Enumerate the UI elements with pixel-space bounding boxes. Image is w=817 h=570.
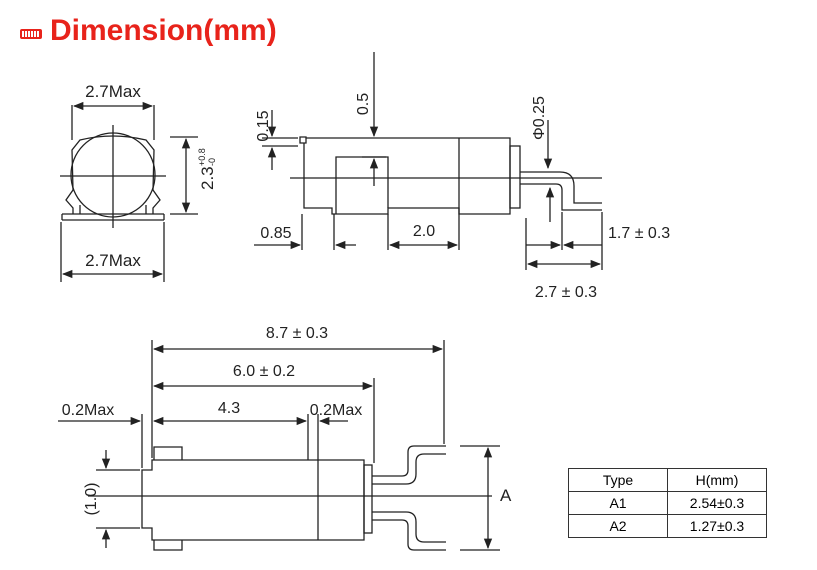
dim-bottom-width: 2.7Max (85, 251, 141, 270)
table-row: A2 1.27±0.3 (568, 514, 767, 538)
end-view (60, 101, 198, 282)
table-header-height: H(mm) (667, 468, 767, 492)
dim-height-tol-plus: +0.8 (197, 148, 207, 166)
dim-0-15: 0.15 (255, 110, 272, 141)
table-header-row: Type H(mm) (568, 468, 767, 492)
table-row: A1 2.54±0.3 (568, 491, 767, 515)
dim-0-85: 0.85 (260, 225, 291, 242)
ruler-icon (20, 29, 42, 39)
dim-0-2max-right: 0.2Max (310, 402, 362, 419)
title-text: Dimension(mm) (50, 14, 277, 47)
table-cell-height: 2.54±0.3 (667, 491, 767, 515)
dim-1-7: 1.7 ± 0.3 (608, 225, 670, 242)
dim-phi-0-25: Φ0.25 (531, 96, 548, 140)
dim-0-5: 0.5 (355, 93, 372, 115)
type-height-table: Type H(mm) A1 2.54±0.3 A2 1.27±0.3 (568, 468, 767, 538)
dim-2-7: 2.7 ± 0.3 (535, 284, 597, 301)
dim-2-0: 2.0 (413, 223, 435, 240)
table-cell-type: A1 (568, 491, 668, 515)
dim-4-3: 4.3 (218, 400, 240, 417)
dim-a: A (500, 486, 512, 505)
table-cell-height: 1.27±0.3 (667, 514, 767, 538)
dim-8-7: 8.7 ± 0.3 (266, 325, 328, 342)
page-title: Dimension(mm) (20, 14, 277, 48)
dim-6-0: 6.0 ± 0.2 (233, 363, 295, 380)
top-view (58, 340, 500, 551)
dim-height: 2.3 (198, 166, 217, 190)
table-cell-type: A2 (568, 514, 668, 538)
table-header-type: Type (568, 468, 668, 492)
side-view (254, 52, 603, 270)
dim-height-tol-minus: -0 (207, 158, 217, 166)
dim-top-width: 2.7Max (85, 82, 141, 101)
dim-1-0: (1.0) (83, 483, 100, 516)
dim-0-2max-left: 0.2Max (62, 402, 114, 419)
